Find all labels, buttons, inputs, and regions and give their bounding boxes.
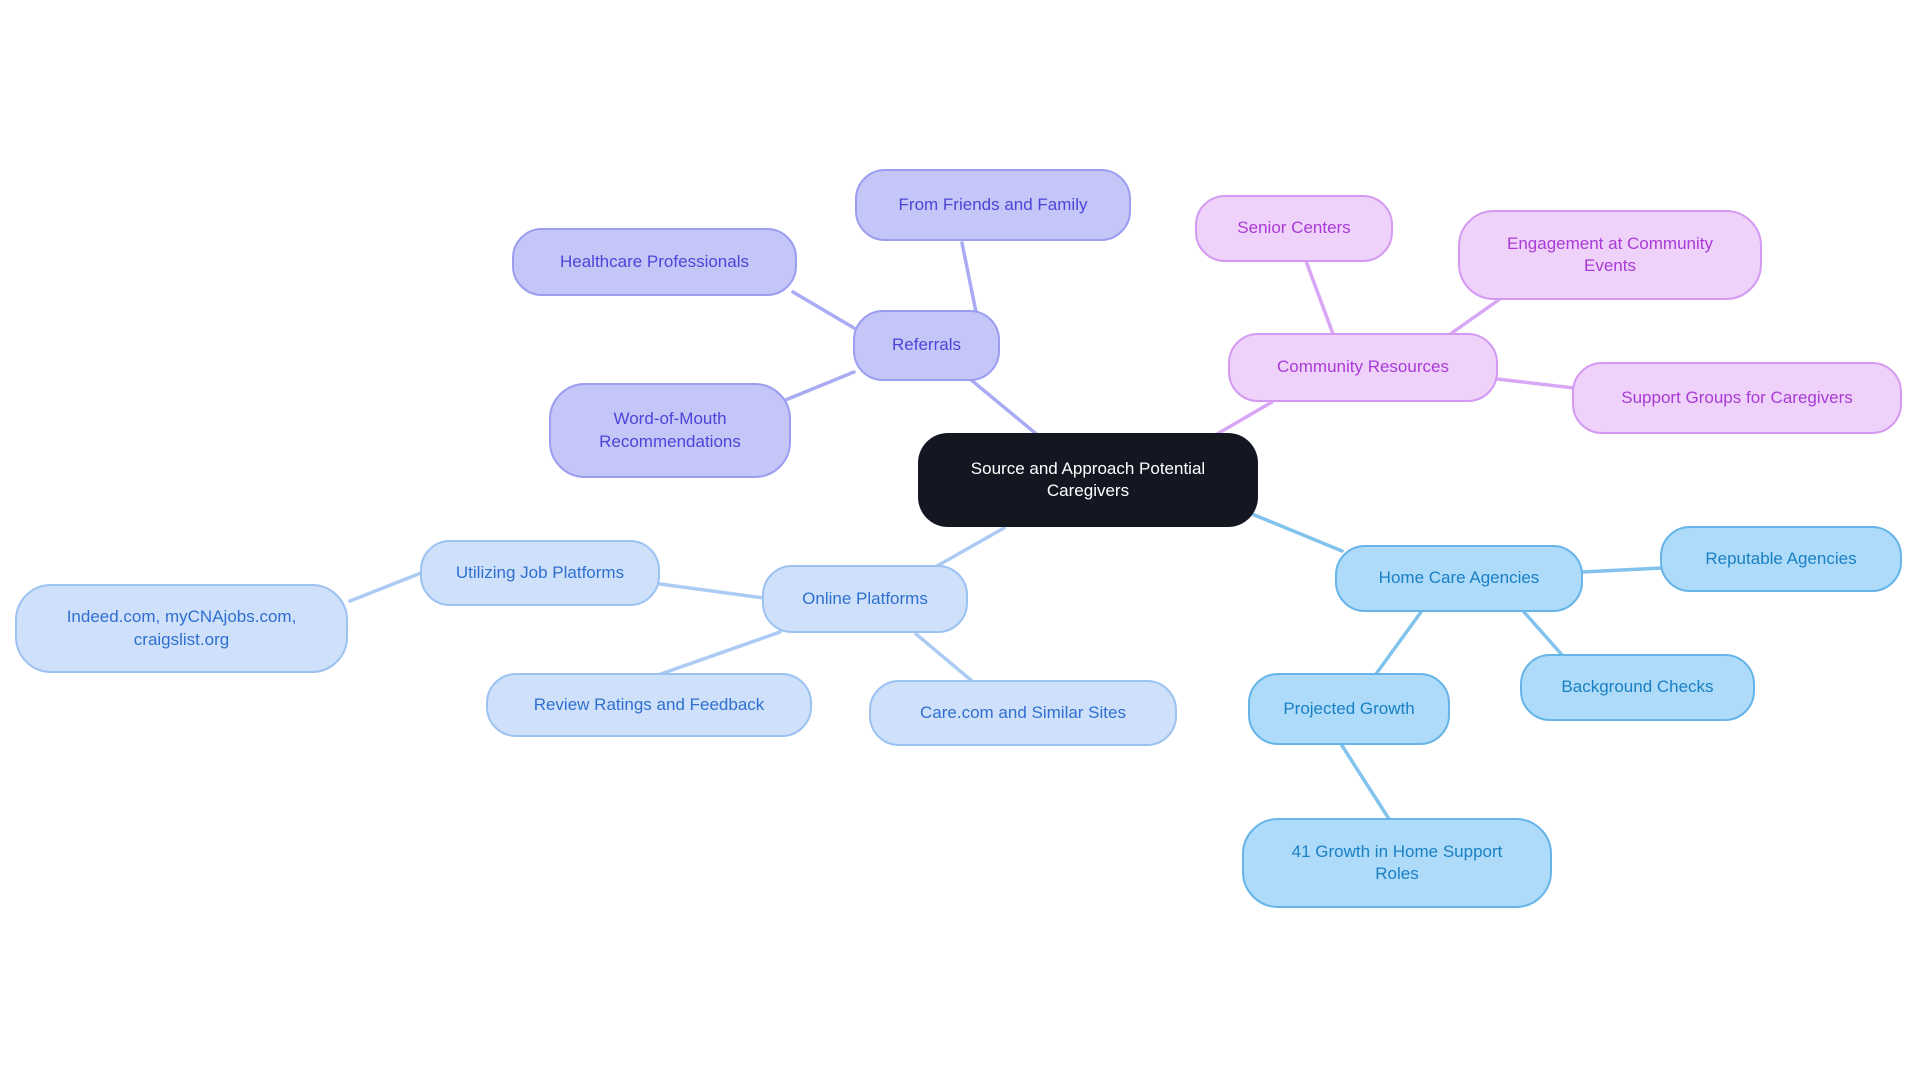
- connector-center-community: [1210, 400, 1274, 439]
- node-center-label: Source and Approach Potential Caregivers: [970, 458, 1206, 500]
- node-support-groups-for-caregivers-label: Support Groups for Caregivers: [1621, 387, 1853, 407]
- connector-homecare-background-checks: [1522, 610, 1565, 658]
- connector-center-homecare: [1250, 512, 1344, 553]
- connector-online-utilizing-job: [658, 582, 766, 600]
- node-senior-centers[interactable]: Senior Centers: [1195, 195, 1393, 262]
- node-engagement-at-community-events[interactable]: Engagement at Community Events: [1458, 210, 1762, 300]
- node-referrals-label: Referrals: [892, 335, 961, 355]
- connector-utilizing-job-sites: [348, 571, 423, 603]
- connector-homecare-reputable: [1580, 566, 1664, 574]
- node-utilizing-job-platforms-label: Utilizing Job Platforms: [455, 562, 625, 582]
- node-job-sites-list[interactable]: Indeed.com, myCNAjobs.com, craigslist.or…: [15, 584, 348, 673]
- node-senior-centers-label: Senior Centers: [1237, 218, 1351, 238]
- connector-community-support-groups: [1495, 377, 1576, 390]
- node-growth-in-home-support-roles[interactable]: 41 Growth in Home Support Roles: [1242, 818, 1552, 908]
- node-background-checks-label: Background Checks: [1561, 677, 1714, 697]
- node-utilizing-job-platforms[interactable]: Utilizing Job Platforms: [420, 540, 660, 606]
- node-projected-growth-label: Projected Growth: [1283, 698, 1415, 718]
- node-community-resources[interactable]: Community Resources: [1228, 333, 1498, 402]
- node-referrals[interactable]: Referrals: [853, 310, 1000, 381]
- connector-referrals-from-friends: [960, 241, 978, 314]
- connector-homecare-projected-growth: [1374, 610, 1423, 676]
- connector-online-review-ratings: [656, 630, 782, 677]
- node-community-resources-label: Community Resources: [1277, 357, 1449, 377]
- node-job-sites-list-label: Indeed.com, myCNAjobs.com, craigslist.or…: [66, 607, 297, 649]
- node-reputable-agencies[interactable]: Reputable Agencies: [1660, 526, 1902, 592]
- node-word-of-mouth-recommendations[interactable]: Word-of-Mouth Recommendations: [549, 383, 791, 478]
- node-care-com-and-similar-sites[interactable]: Care.com and Similar Sites: [869, 680, 1177, 746]
- node-healthcare-professionals-label: Healthcare Professionals: [560, 251, 749, 271]
- connector-community-senior-centers: [1304, 259, 1335, 336]
- connector-projected-growth-41: [1339, 742, 1391, 821]
- node-growth-in-home-support-roles-label: 41 Growth in Home Support Roles: [1291, 841, 1503, 883]
- connector-referrals-word-of-mouth: [781, 370, 856, 403]
- node-from-friends-and-family[interactable]: From Friends and Family: [855, 169, 1131, 241]
- node-online-platforms[interactable]: Online Platforms: [762, 565, 968, 633]
- connector-community-engagement: [1444, 297, 1502, 339]
- connector-center-online: [935, 526, 1006, 568]
- node-engagement-at-community-events-label: Engagement at Community Events: [1507, 233, 1713, 275]
- node-home-care-agencies-label: Home Care Agencies: [1378, 568, 1540, 588]
- connector-referrals-healthcare: [791, 290, 856, 330]
- connector-online-care-com: [914, 632, 974, 683]
- node-home-care-agencies[interactable]: Home Care Agencies: [1335, 545, 1583, 612]
- node-healthcare-professionals[interactable]: Healthcare Professionals: [512, 228, 797, 296]
- node-word-of-mouth-recommendations-label: Word-of-Mouth Recommendations: [599, 409, 741, 451]
- node-projected-growth[interactable]: Projected Growth: [1248, 673, 1450, 745]
- node-review-ratings-and-feedback[interactable]: Review Ratings and Feedback: [486, 673, 812, 737]
- node-online-platforms-label: Online Platforms: [802, 588, 928, 608]
- node-from-friends-and-family-label: From Friends and Family: [898, 194, 1088, 214]
- node-review-ratings-and-feedback-label: Review Ratings and Feedback: [533, 694, 765, 714]
- node-support-groups-for-caregivers[interactable]: Support Groups for Caregivers: [1572, 362, 1902, 434]
- node-reputable-agencies-label: Reputable Agencies: [1705, 548, 1857, 568]
- node-background-checks[interactable]: Background Checks: [1520, 654, 1755, 721]
- node-center[interactable]: Source and Approach Potential Caregivers: [918, 433, 1258, 527]
- node-care-com-and-similar-sites-label: Care.com and Similar Sites: [920, 702, 1126, 722]
